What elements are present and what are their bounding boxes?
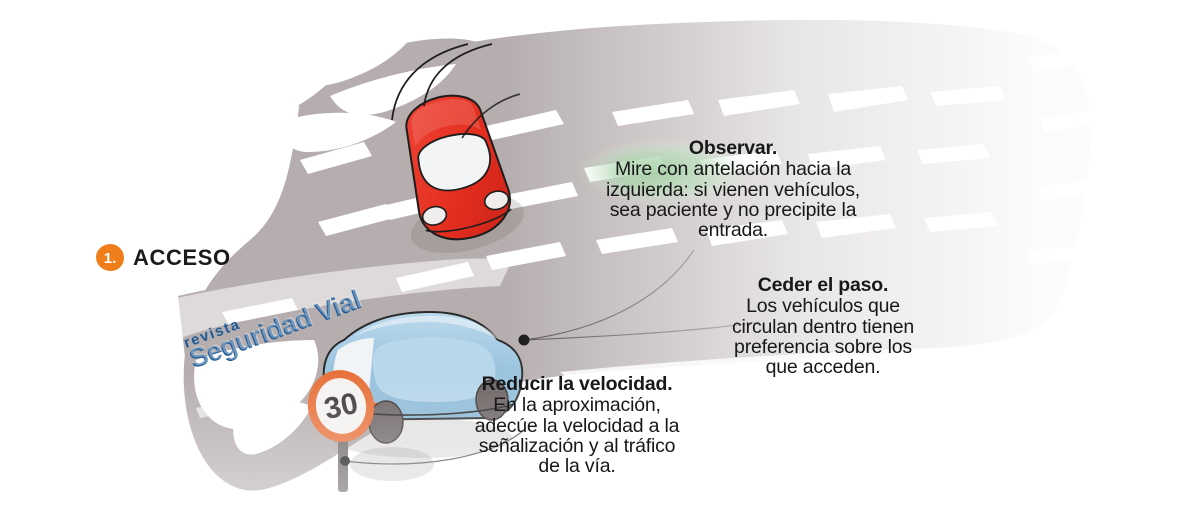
callout-ceder: Ceder el paso. Los vehículos que circula… (730, 275, 916, 377)
callout-ceder-body: Los vehículos que circulan dentro tienen… (731, 295, 915, 379)
callout-reducir-title: Reducir la velocidad. (481, 373, 673, 395)
step-badge: 1. ACCESO (96, 244, 231, 271)
step-title: ACCESO (133, 244, 231, 270)
callout-observar: Observar. Mire con antelación hacia la i… (600, 138, 866, 240)
step-number: 1. (103, 249, 117, 267)
step-number-badge: 1. (96, 244, 124, 271)
callout-reducir: Reducir la velocidad. En la aproximación… (466, 374, 688, 476)
callout-ceder-title: Ceder el paso. (757, 274, 889, 296)
callout-reducir-body: En la aproximación, adecúe la velocidad … (474, 394, 680, 478)
callout-observar-body: Mire con antelación hacia la izquierda: … (606, 158, 860, 242)
callout-observar-title: Observar. (688, 137, 778, 159)
